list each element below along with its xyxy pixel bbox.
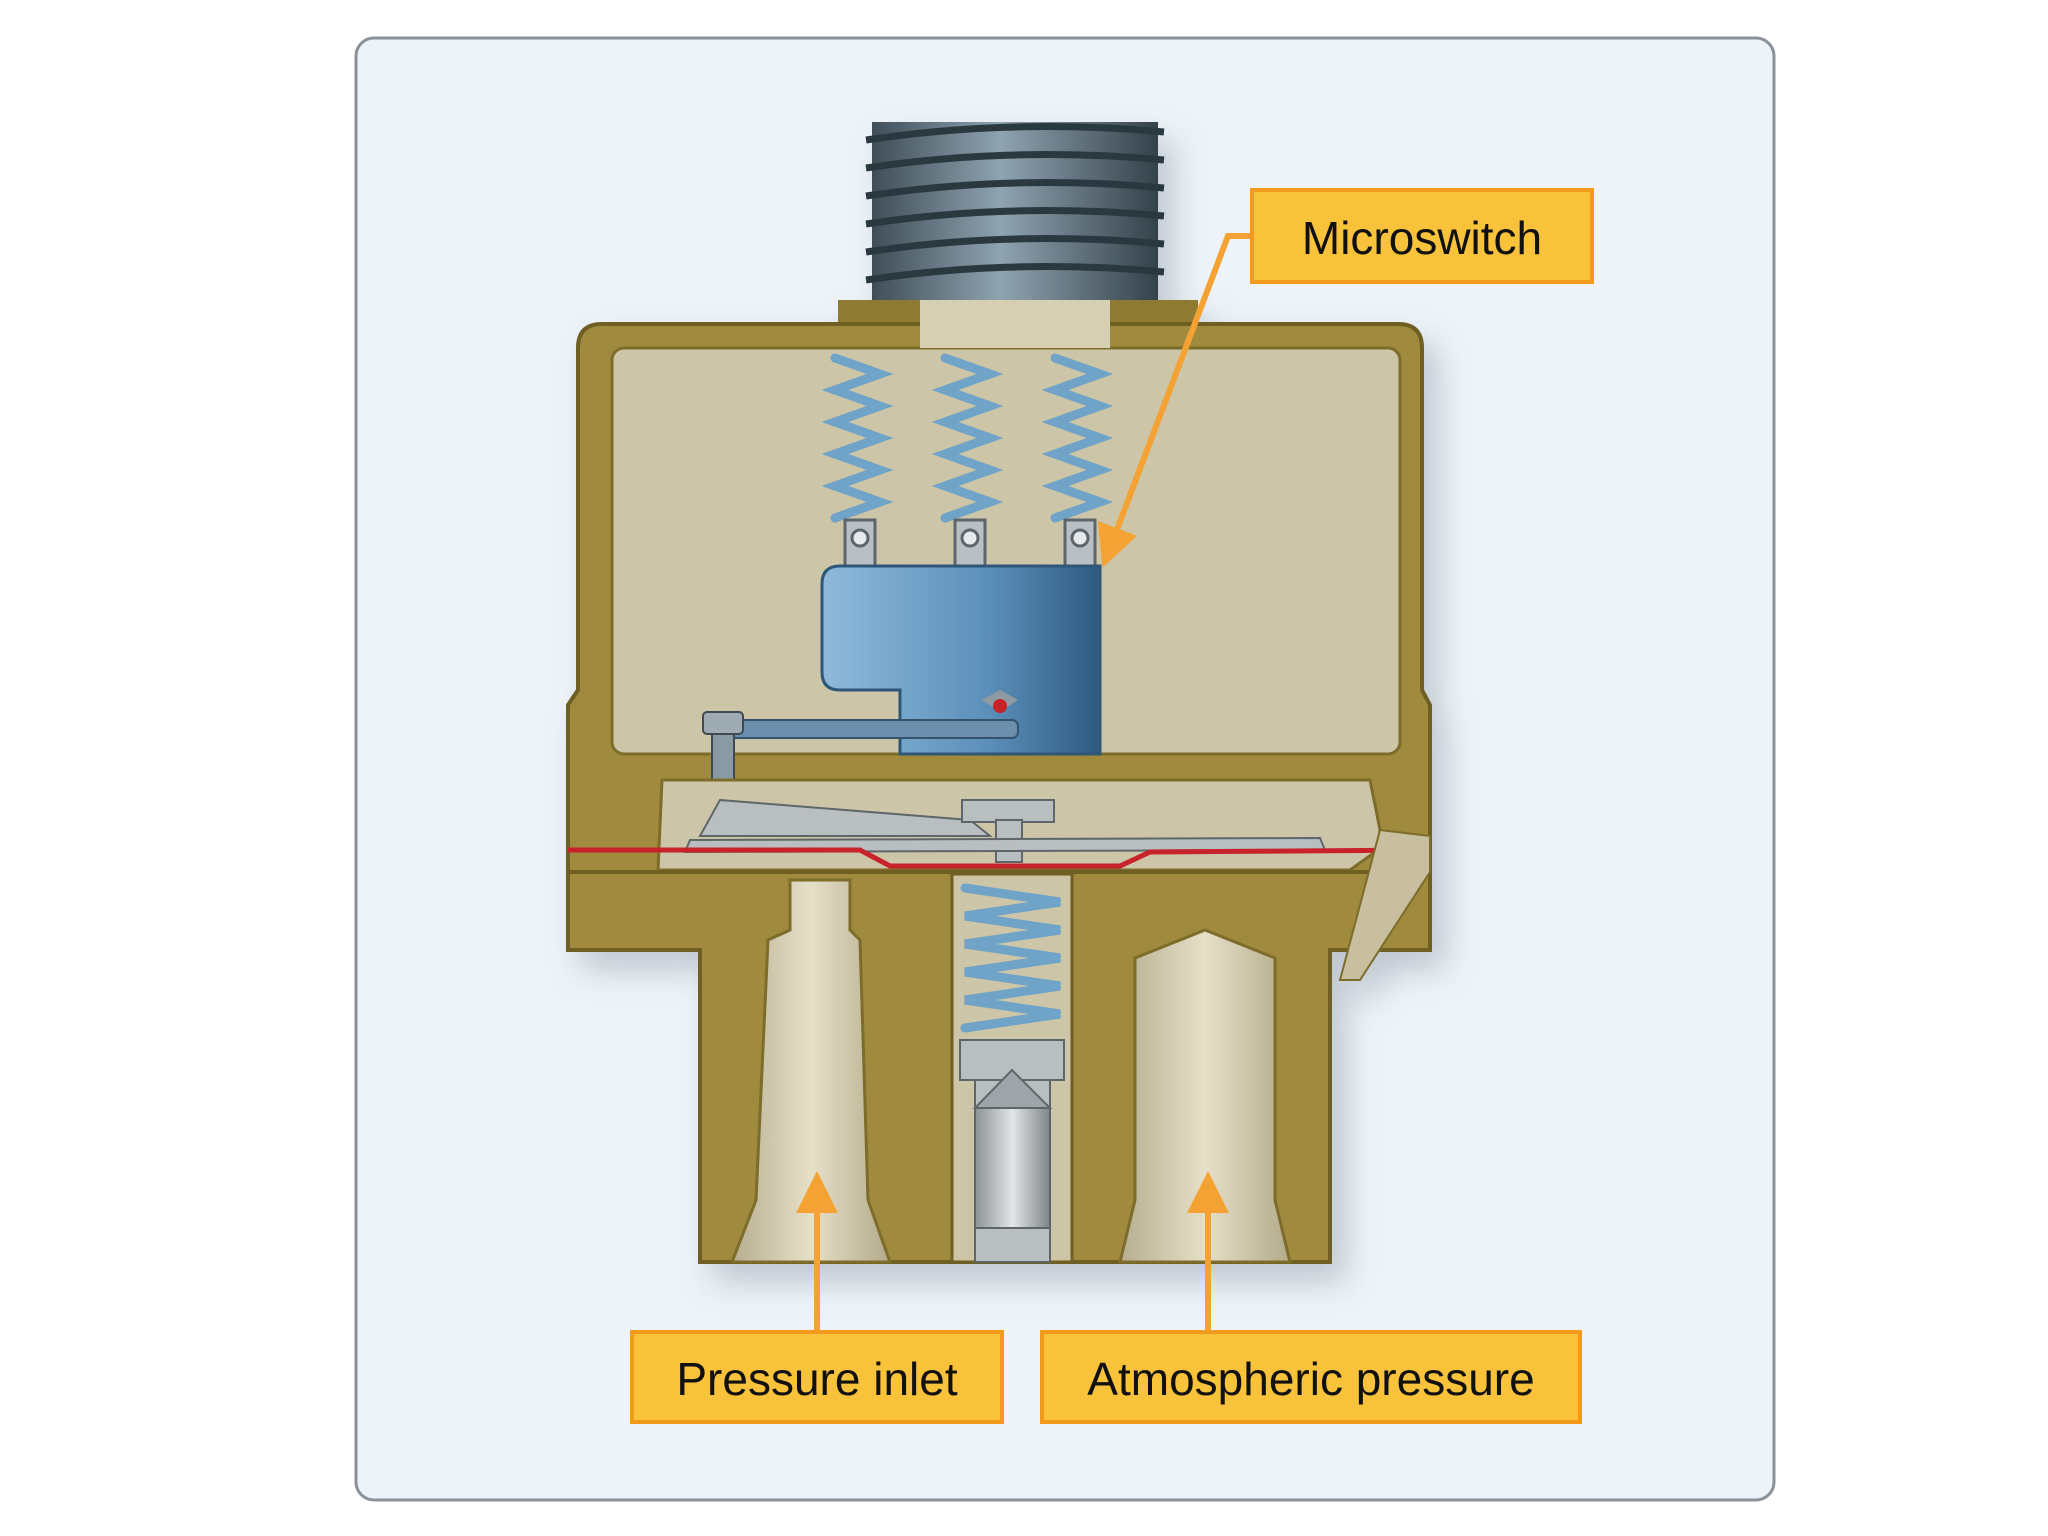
piston	[974, 1107, 1051, 1229]
microswitch-callout: Microswitch	[1250, 188, 1594, 284]
atmospheric-bore	[1118, 928, 1292, 1264]
pressure-inlet-callout: Pressure inlet	[630, 1330, 1004, 1424]
lower-body	[566, 828, 1432, 1264]
diaphragm	[568, 847, 1431, 869]
atmospheric-pressure-label: Atmospheric pressure	[1087, 1353, 1534, 1405]
return-spring	[960, 883, 1061, 1033]
inlet-bore	[729, 878, 893, 1264]
microswitch-label: Microswitch	[1302, 212, 1542, 264]
microswitch-leader	[1097, 233, 1252, 568]
microswitch-body	[702, 564, 1102, 785]
contact-springs	[821, 353, 1114, 523]
pressure-switch	[566, 122, 1432, 1264]
callout-leaders	[796, 233, 1252, 1332]
diaphragm-assembly	[568, 778, 1431, 872]
atmospheric-pressure-callout: Atmospheric pressure	[1040, 1330, 1582, 1424]
actuator-lever	[717, 719, 1019, 739]
pressure-inlet-label: Pressure inlet	[676, 1353, 957, 1405]
